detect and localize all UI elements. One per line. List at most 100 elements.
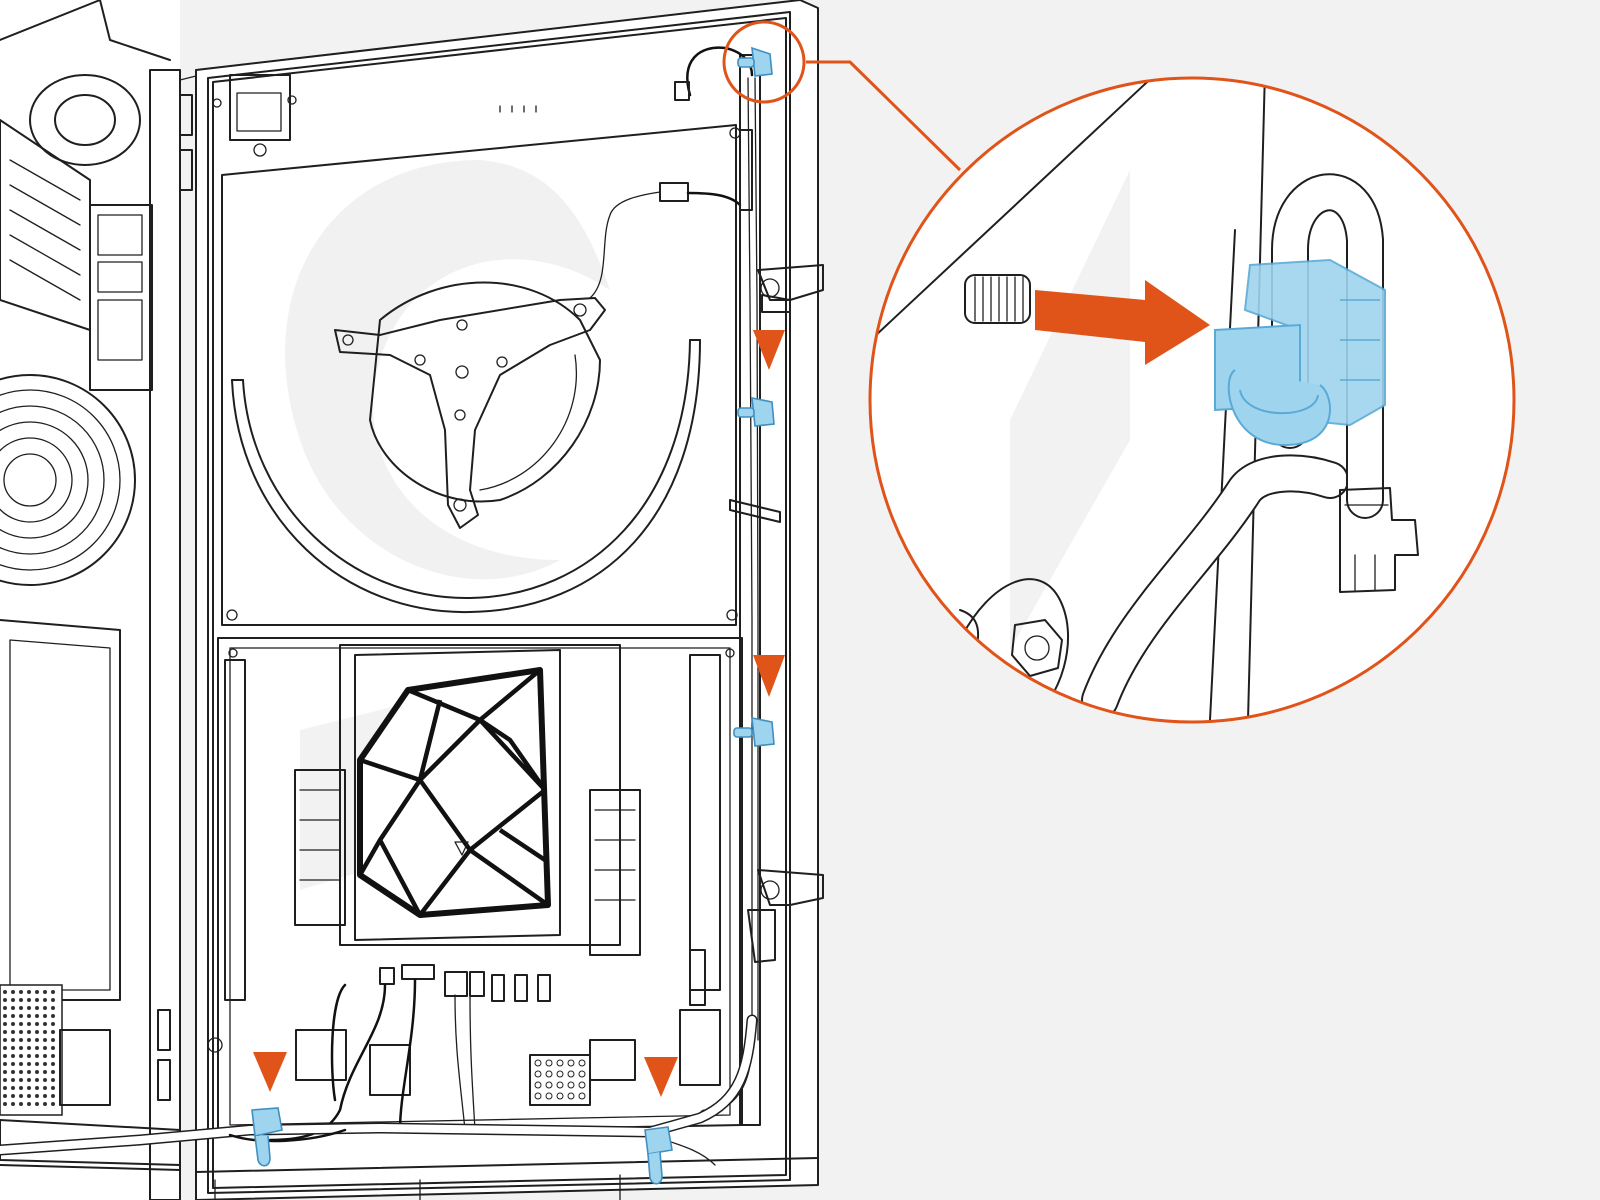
grille-hole	[11, 1046, 15, 1050]
cable-clip-middle	[733, 717, 775, 747]
grille-hole	[19, 1030, 23, 1034]
grille-hole	[27, 1086, 31, 1090]
grille-hole	[27, 1030, 31, 1034]
grille-hole	[51, 1078, 55, 1082]
cable-clip-detail	[1214, 258, 1386, 447]
control-board	[89, 204, 153, 391]
grille-hole	[11, 1054, 15, 1058]
grille-hole	[11, 1094, 15, 1098]
grille-hole	[11, 1014, 15, 1018]
keypad-key	[578, 1059, 586, 1067]
keypad-key	[556, 1059, 564, 1067]
connector-plug	[1339, 487, 1419, 593]
grille-hole	[35, 1030, 39, 1034]
keypad-key	[534, 1081, 542, 1089]
grille-hole	[35, 1014, 39, 1018]
grille-hole	[35, 1086, 39, 1090]
grille-hole	[11, 1030, 15, 1034]
keypad-key	[567, 1081, 575, 1089]
grille-hole	[3, 1030, 7, 1034]
grille-hole	[43, 998, 47, 1002]
callout	[722, 20, 962, 172]
keypad-key	[556, 1081, 564, 1089]
fan-plate	[221, 124, 742, 626]
grille-hole	[11, 1062, 15, 1066]
insertion-arrow-icon	[1035, 280, 1210, 365]
grille-hole	[11, 1086, 15, 1090]
grille-hole	[43, 1086, 47, 1090]
keypad-key	[534, 1070, 542, 1078]
electronics-panel	[207, 637, 743, 1142]
grille-hole	[43, 1062, 47, 1066]
grille-hole	[51, 1094, 55, 1098]
grille-hole	[19, 1094, 23, 1098]
grille-hole	[43, 1054, 47, 1058]
grille-hole	[3, 1062, 7, 1066]
grille-hole	[51, 1030, 55, 1034]
keypad-key	[534, 1059, 542, 1067]
threaded-stud	[964, 274, 1031, 324]
grille-hole	[19, 1062, 23, 1066]
grille-hole	[35, 1062, 39, 1066]
grille-hole	[43, 1102, 47, 1106]
grille-hole	[43, 1038, 47, 1042]
grille-hole	[35, 1046, 39, 1050]
grille-hole	[35, 1022, 39, 1026]
grille-hole	[3, 1070, 7, 1074]
keypad-key	[567, 1059, 575, 1067]
grille-hole	[51, 1006, 55, 1010]
cabinet-interior	[0, 0, 197, 1200]
grille-hole	[3, 1014, 7, 1018]
grille-hole	[43, 990, 47, 994]
grille-hole	[43, 1022, 47, 1026]
grille-hole	[43, 1006, 47, 1010]
grille-hole	[51, 1046, 55, 1050]
grille-hole	[19, 1054, 23, 1058]
grille-hole	[19, 990, 23, 994]
grille-hole	[27, 1006, 31, 1010]
cable-clip-bottom-left	[251, 1107, 283, 1167]
keypad-key	[556, 1070, 564, 1078]
grille-hole	[11, 1102, 15, 1106]
grille-hole	[27, 1102, 31, 1106]
grille-hole	[51, 1062, 55, 1066]
grille-hole	[19, 1078, 23, 1082]
keypad-grid	[529, 1054, 591, 1106]
grille-hole	[43, 1030, 47, 1034]
grille-hole	[43, 1046, 47, 1050]
grille-hole	[43, 1078, 47, 1082]
grille-hole	[11, 1022, 15, 1026]
grille-hole	[19, 1038, 23, 1042]
down-triangle-marker-icon	[753, 330, 785, 370]
grille-hole	[11, 998, 15, 1002]
grille-hole	[19, 1046, 23, 1050]
grille-hole	[35, 1102, 39, 1106]
fan-guard	[0, 374, 136, 586]
grille-hole	[35, 998, 39, 1002]
perforated-grille	[0, 984, 63, 1116]
cable-harness	[0, 1014, 758, 1166]
grille-hole	[11, 1038, 15, 1042]
grille-hole	[51, 1102, 55, 1106]
grille-hole	[3, 1054, 7, 1058]
keypad-key	[578, 1070, 586, 1078]
down-triangle-marker-icon	[753, 655, 785, 697]
grille-hole	[3, 1046, 7, 1050]
grille-hole	[51, 1070, 55, 1074]
grille-hole	[3, 1094, 7, 1098]
zoom-detail-border	[868, 76, 1516, 724]
keypad-key	[545, 1059, 553, 1067]
zoom-detail	[868, 76, 1516, 724]
grille-hole	[3, 1006, 7, 1010]
keypad-key	[545, 1070, 553, 1078]
grille-hole	[3, 1038, 7, 1042]
grille-hole	[27, 1094, 31, 1098]
grille-hole	[19, 1086, 23, 1090]
triangle-pattern-cover	[357, 667, 551, 918]
grille-hole	[11, 1078, 15, 1082]
grille-hole	[19, 1006, 23, 1010]
cable-clips	[251, 46, 775, 1185]
grille-hole	[27, 1046, 31, 1050]
